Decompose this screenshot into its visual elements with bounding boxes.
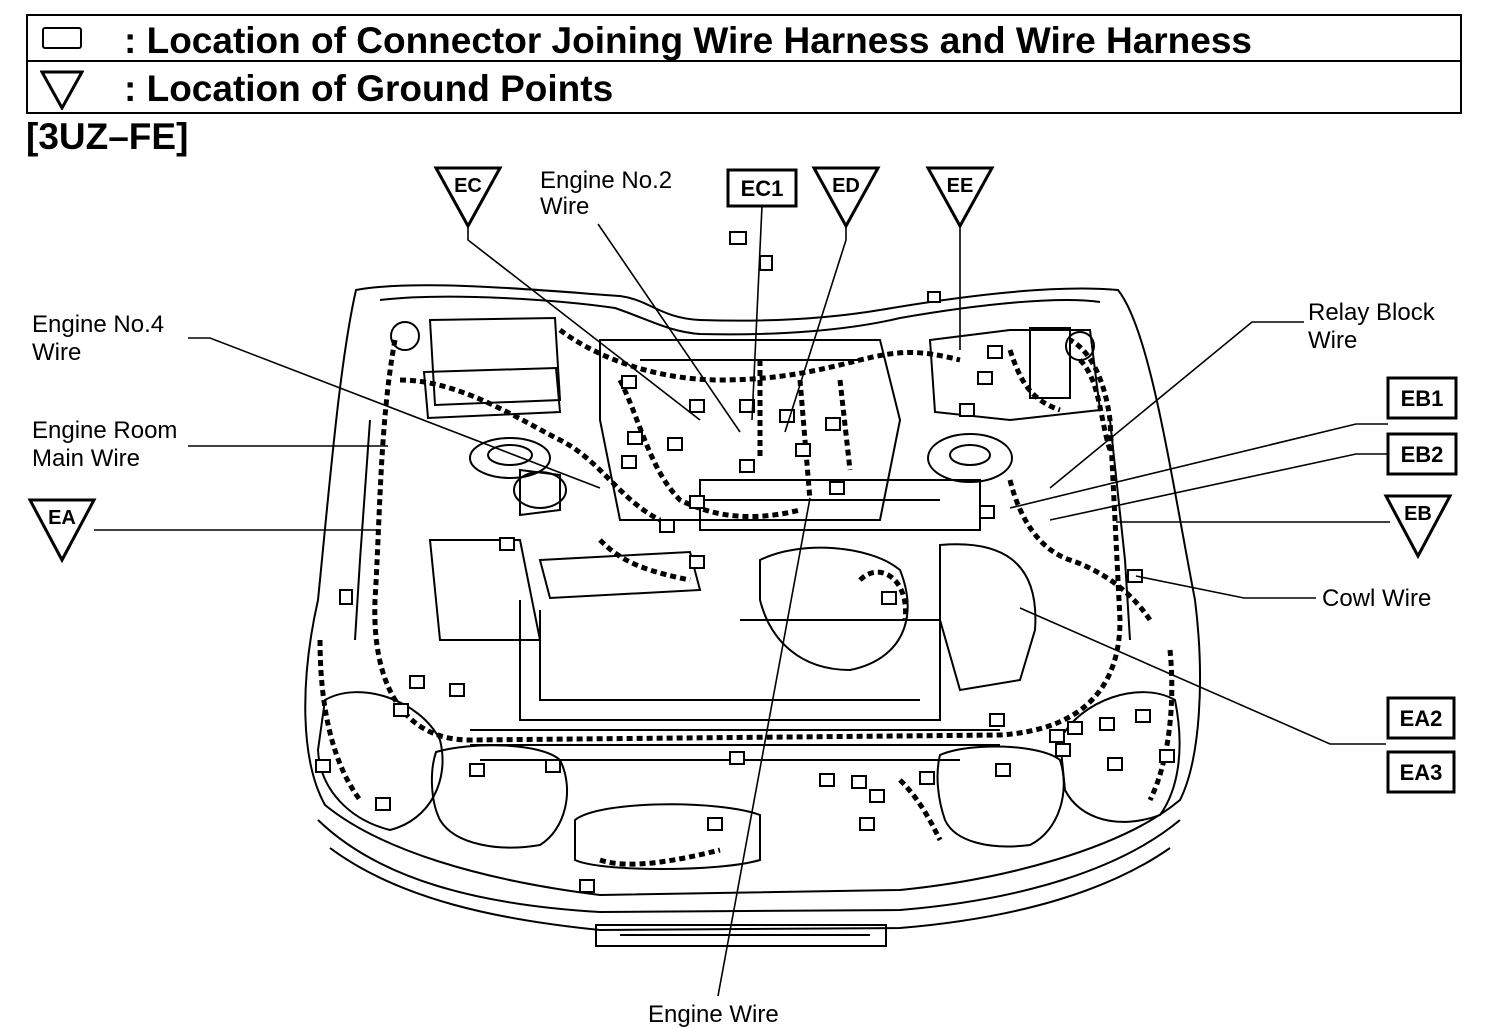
relay-block-wire-label-line1: Relay Block xyxy=(1308,299,1436,326)
legend-connector-text: : Location of Connector Joining Wire Har… xyxy=(124,20,1253,61)
connector-ec1: EC1 xyxy=(726,168,798,208)
vehicle-drawing xyxy=(304,284,1201,947)
engine-wire-label: Engine Wire xyxy=(648,1001,779,1028)
relay-block-wire-label-line2: Wire xyxy=(1308,327,1357,354)
connector-eb2-label: EB2 xyxy=(1401,442,1444,467)
ground-point-ee: EE xyxy=(925,166,995,230)
ground-point-ed-label: ED xyxy=(832,175,860,197)
engine-no4-wire-label-line1: Engine No.4 xyxy=(32,311,164,338)
engine-room-main-wire-label-line2: Main Wire xyxy=(32,445,140,472)
legend-ground-row: : Location of Ground Points xyxy=(26,60,1462,114)
connector-eb1: EB1 xyxy=(1386,376,1458,420)
ground-point-ed: ED xyxy=(811,166,881,230)
ground-point-ea: EA xyxy=(27,498,97,564)
connector-ea2: EA2 xyxy=(1386,696,1456,740)
ground-point-eb: EB xyxy=(1383,494,1453,560)
legend-connector-row: : Location of Connector Joining Wire Har… xyxy=(26,14,1462,62)
engine-room-main-wire-label-line1: Engine Room xyxy=(32,417,177,444)
ground-point-ec: EC xyxy=(433,166,503,230)
connector-eb1-label: EB1 xyxy=(1401,386,1444,411)
connector-markers xyxy=(315,231,1175,893)
connector-eb2: EB2 xyxy=(1386,432,1458,476)
connector-ea3-label: EA3 xyxy=(1400,760,1443,785)
ground-symbol-icon xyxy=(40,70,84,110)
engine-no2-wire-label-line2: Wire xyxy=(540,193,589,220)
ground-point-ee-label: EE xyxy=(947,175,974,197)
engine-code-title: [3UZ–FE] xyxy=(26,116,189,157)
engine-no4-wire-label-line2: Wire xyxy=(32,339,81,366)
leader-lines xyxy=(94,205,1390,997)
connector-ea2-label: EA2 xyxy=(1400,706,1443,731)
ground-point-ea-label: EA xyxy=(48,507,76,529)
legend-ground-text: : Location of Ground Points xyxy=(124,68,614,109)
engine-no2-wire-label-line1: Engine No.2 xyxy=(540,167,672,194)
connector-symbol-icon xyxy=(42,27,82,49)
ground-point-ec-label: EC xyxy=(454,175,482,197)
ground-point-eb-label: EB xyxy=(1404,503,1432,525)
cowl-wire-label: Cowl Wire xyxy=(1322,585,1431,612)
connector-ec1-label: EC1 xyxy=(741,176,784,201)
wire-harness-drawing xyxy=(317,327,1175,867)
connector-ea3: EA3 xyxy=(1386,750,1456,794)
